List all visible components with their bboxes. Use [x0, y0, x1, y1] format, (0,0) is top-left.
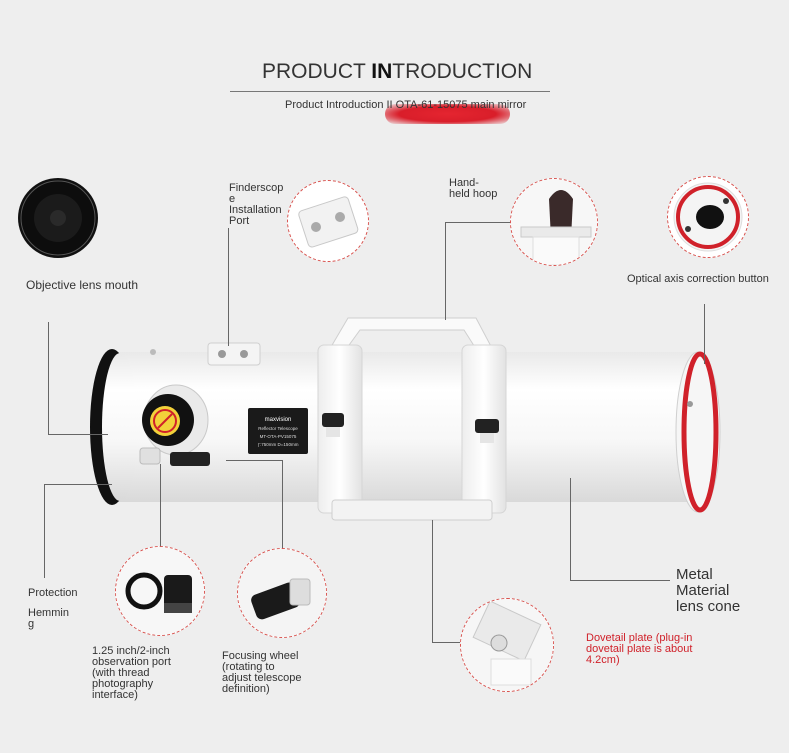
leader-optical: [704, 304, 705, 364]
label-focusing-wheel: Focusing wheel (rotating to adjust teles…: [222, 650, 302, 695]
red-brush-accent: [385, 104, 510, 124]
plate-line: ƒ:750mm D=150mm: [258, 442, 299, 447]
title-bold: IN: [371, 60, 393, 83]
detail-observation-port: [115, 546, 205, 636]
detail-hand-held-hoop: [510, 178, 598, 266]
label-optical-axis: Optical axis correction button: [627, 273, 769, 285]
leader-dovetail: [432, 520, 433, 642]
label-objective-lens-mouth: Objective lens mouth: [26, 278, 139, 292]
leader-protection: [44, 484, 45, 578]
detail-optical-axis-button: [667, 176, 749, 258]
tube-body: [110, 352, 700, 502]
page-subtitle: Product Introduction II OTA-61-15075 mai…: [285, 99, 527, 111]
leader-dovetail-h: [432, 642, 462, 643]
leader-hoop-h: [445, 222, 513, 223]
title-part1: PRODUCT: [262, 60, 372, 83]
detail-dovetail-plate: [460, 598, 554, 692]
label-dovetail-plate: Dovetail plate (plug-in dovetail plate i…: [586, 632, 693, 666]
leader-focus: [282, 460, 283, 550]
detail-focusing-wheel: [237, 548, 327, 638]
plate-type: Reflector Telescope: [258, 426, 298, 431]
plate-model: MT-OTA-PV15075: [260, 434, 297, 439]
leader-focus-h: [226, 460, 282, 461]
plate-brand: maxvision: [265, 417, 292, 423]
title-part2: TRODUCTION: [392, 60, 533, 83]
label-finderscope: Finderscop e Installation Port: [229, 182, 284, 227]
leader-finder: [228, 228, 229, 346]
leader-protection-h: [44, 484, 112, 485]
leader-objective: [48, 322, 49, 434]
leader-cone-h: [570, 580, 670, 581]
title-divider: [230, 91, 550, 92]
finder-base: [207, 342, 261, 366]
leader-hoop: [445, 222, 446, 320]
label-hand-held-hoop: Hand- held hoop: [449, 177, 498, 200]
detail-objective-lens: [18, 178, 98, 258]
dovetail-bar: [331, 499, 493, 521]
leader-cone: [570, 478, 571, 580]
tube-red-band: [681, 351, 719, 513]
page-title: PRODUCT INTRODUCTION: [262, 60, 532, 84]
label-protection: Protection: [28, 587, 78, 599]
leader-port: [160, 464, 161, 550]
detail-finderscope-port: [287, 180, 369, 262]
spec-plate: [248, 408, 308, 454]
label-hemming: Hemmin g: [28, 607, 69, 630]
label-metal-lens-cone: Metal Material lens cone: [676, 566, 741, 615]
label-observation-port: 1.25 inch/2-inch observation port (with …: [92, 645, 171, 701]
leader-objective-h: [48, 434, 108, 435]
